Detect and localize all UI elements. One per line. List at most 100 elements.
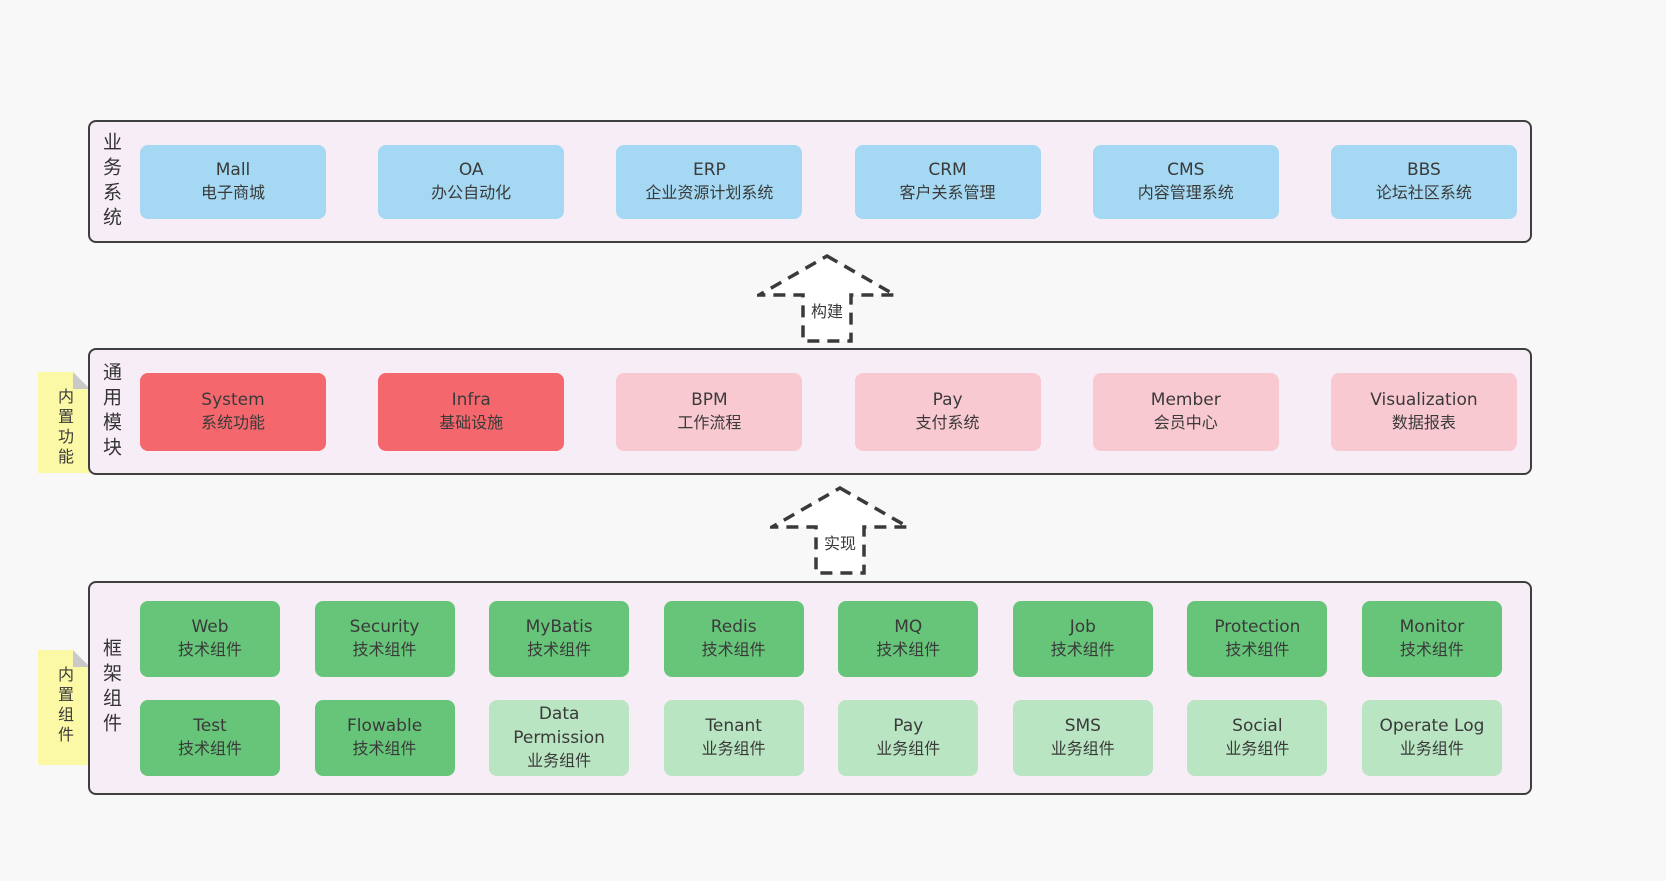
box-flowable: Flowable 技术组件 — [314, 699, 455, 776]
box-zh-label: 数据报表 — [1391, 413, 1456, 433]
box-security: Security 技术组件 — [314, 600, 455, 677]
box-zh-label: 技术组件 — [352, 739, 417, 759]
box-mybatis: MyBatis 技术组件 — [489, 600, 630, 677]
box-en-label: Mall — [215, 160, 251, 181]
box-member: Member 会员中心 — [1092, 372, 1279, 451]
arrow-build-label: 构建 — [807, 298, 847, 322]
box-zh-label: 技术组件 — [177, 640, 242, 660]
box-en-label: MyBatis — [525, 617, 593, 638]
box-crm: CRM 客户关系管理 — [854, 144, 1041, 219]
box-zh-label: 内容管理系统 — [1137, 183, 1234, 203]
box-zh-label: 技术组件 — [527, 640, 592, 660]
box-zh-label: 业务组件 — [1225, 739, 1290, 759]
band-common-modules: 通用模块 System 系统功能 Infra 基础设施 BPM 工作流程 Pay… — [88, 348, 1532, 475]
box-en-label: Test — [193, 716, 227, 737]
box-zh-label: 技术组件 — [701, 640, 766, 660]
box-en-label: Monitor — [1399, 617, 1465, 638]
band-framework-rows: Web 技术组件 Security 技术组件 MyBatis 技术组件 Redi… — [140, 600, 1502, 776]
box-zh-label: 业务组件 — [527, 751, 592, 771]
box-zh-label: 支付系统 — [915, 413, 980, 433]
box-en-label: Flowable — [346, 716, 423, 737]
arrow-implement-label: 实现 — [820, 530, 860, 554]
box-zh-label: 系统功能 — [200, 413, 265, 433]
box-test: Test 技术组件 — [140, 699, 280, 776]
box-zh-label: 客户关系管理 — [899, 183, 996, 203]
box-en-label: Job — [1069, 617, 1096, 638]
note-builtin-components: 内置组件 — [38, 650, 90, 765]
box-sms: SMS 业务组件 — [1012, 699, 1153, 776]
box-en-label: Visualization — [1370, 390, 1478, 411]
box-en-label: Security — [349, 617, 420, 638]
box-infra: Infra 基础设施 — [378, 372, 565, 451]
box-erp: ERP 企业资源计划系统 — [616, 144, 803, 219]
band-business-rows: Mall 电子商城 OA 办公自动化 ERP 企业资源计划系统 CRM 客户关系… — [140, 144, 1517, 219]
box-zh-label: 基础设施 — [439, 413, 504, 433]
box-pay: Pay 支付系统 — [854, 372, 1041, 451]
box-protection: Protection 技术组件 — [1187, 600, 1328, 677]
box-en-label: Social — [1232, 716, 1283, 737]
box-zh-label: 企业资源计划系统 — [645, 183, 774, 203]
band-framework-label: 框架组件 — [100, 638, 122, 738]
box-en-label: OA — [458, 160, 484, 181]
box-zh-label: 技术组件 — [1225, 640, 1290, 660]
band-framework-components: 框架组件 Web 技术组件 Security 技术组件 MyBatis 技术组件… — [88, 581, 1532, 795]
box-en-label: CMS — [1167, 160, 1205, 181]
box-cms: CMS 内容管理系统 — [1092, 144, 1279, 219]
box-zh-label: 办公自动化 — [431, 183, 512, 203]
band-modules-label: 通用模块 — [100, 361, 122, 462]
box-social: Social 业务组件 — [1187, 699, 1328, 776]
box-en-label: Redis — [710, 617, 757, 638]
arrow-build: 构建 — [757, 254, 897, 344]
note-builtin-features: 内置功能 — [38, 372, 90, 473]
box-en-label: ERP — [692, 160, 726, 181]
box-zh-label: 电子商城 — [200, 183, 265, 203]
band-modules-rows: System 系统功能 Infra 基础设施 BPM 工作流程 Pay 支付系统… — [140, 372, 1517, 451]
box-redis: Redis 技术组件 — [663, 600, 804, 677]
box-tenant: Tenant 业务组件 — [663, 699, 804, 776]
box-en-label: BBS — [1407, 160, 1441, 181]
box-zh-label: 工作流程 — [677, 413, 742, 433]
box-en-label: Pay — [932, 390, 963, 411]
box-en-label: Pay — [893, 716, 924, 737]
band-modules-row: System 系统功能 Infra 基础设施 BPM 工作流程 Pay 支付系统… — [140, 372, 1517, 451]
box-zh-label: 技术组件 — [1050, 640, 1115, 660]
box-en-label: SMS — [1064, 716, 1101, 737]
box-bpm: BPM 工作流程 — [616, 372, 803, 451]
box-visualization: Visualization 数据报表 — [1330, 372, 1517, 451]
box-en-label: Infra — [451, 390, 491, 411]
box-data-permission: Data Permission 业务组件 — [489, 699, 630, 776]
arrow-implement: 实现 — [770, 486, 910, 576]
box-mall: Mall 电子商城 — [140, 144, 326, 219]
box-system: System 系统功能 — [140, 372, 326, 451]
box-zh-label: 技术组件 — [876, 640, 941, 660]
box-operate-log: Operate Log 业务组件 — [1361, 699, 1502, 776]
note-builtin-components-label: 内置组件 — [55, 666, 74, 746]
band-framework-row-1: Web 技术组件 Security 技术组件 MyBatis 技术组件 Redi… — [140, 600, 1502, 677]
box-zh-label: 业务组件 — [876, 739, 941, 759]
box-zh-label: 技术组件 — [177, 739, 242, 759]
band-framework-row-2: Test 技术组件 Flowable 技术组件 Data Permission … — [140, 699, 1502, 776]
box-pay-biz: Pay 业务组件 — [838, 699, 979, 776]
box-en-label: Data Permission — [513, 704, 605, 749]
box-zh-label: 会员中心 — [1153, 413, 1218, 433]
box-web: Web 技术组件 — [140, 600, 280, 677]
box-en-label: Web — [191, 617, 229, 638]
box-en-label: System — [201, 390, 265, 411]
band-business-systems: 业务系统 Mall 电子商城 OA 办公自动化 ERP 企业资源计划系统 CRM… — [88, 120, 1532, 243]
box-zh-label: 技术组件 — [352, 640, 417, 660]
box-en-label: Member — [1150, 390, 1221, 411]
box-en-label: MQ — [894, 617, 923, 638]
box-zh-label: 业务组件 — [1050, 739, 1115, 759]
box-zh-label: 业务组件 — [701, 739, 766, 759]
box-zh-label: 技术组件 — [1399, 640, 1464, 660]
box-monitor: Monitor 技术组件 — [1361, 600, 1502, 677]
box-bbs: BBS 论坛社区系统 — [1330, 144, 1517, 219]
box-zh-label: 业务组件 — [1399, 739, 1464, 759]
box-zh-label: 论坛社区系统 — [1375, 183, 1472, 203]
box-mq: MQ 技术组件 — [838, 600, 979, 677]
note-builtin-features-label: 内置功能 — [55, 388, 74, 468]
box-en-label: Tenant — [705, 716, 762, 737]
band-business-label: 业务系统 — [100, 131, 122, 232]
box-job: Job 技术组件 — [1012, 600, 1153, 677]
